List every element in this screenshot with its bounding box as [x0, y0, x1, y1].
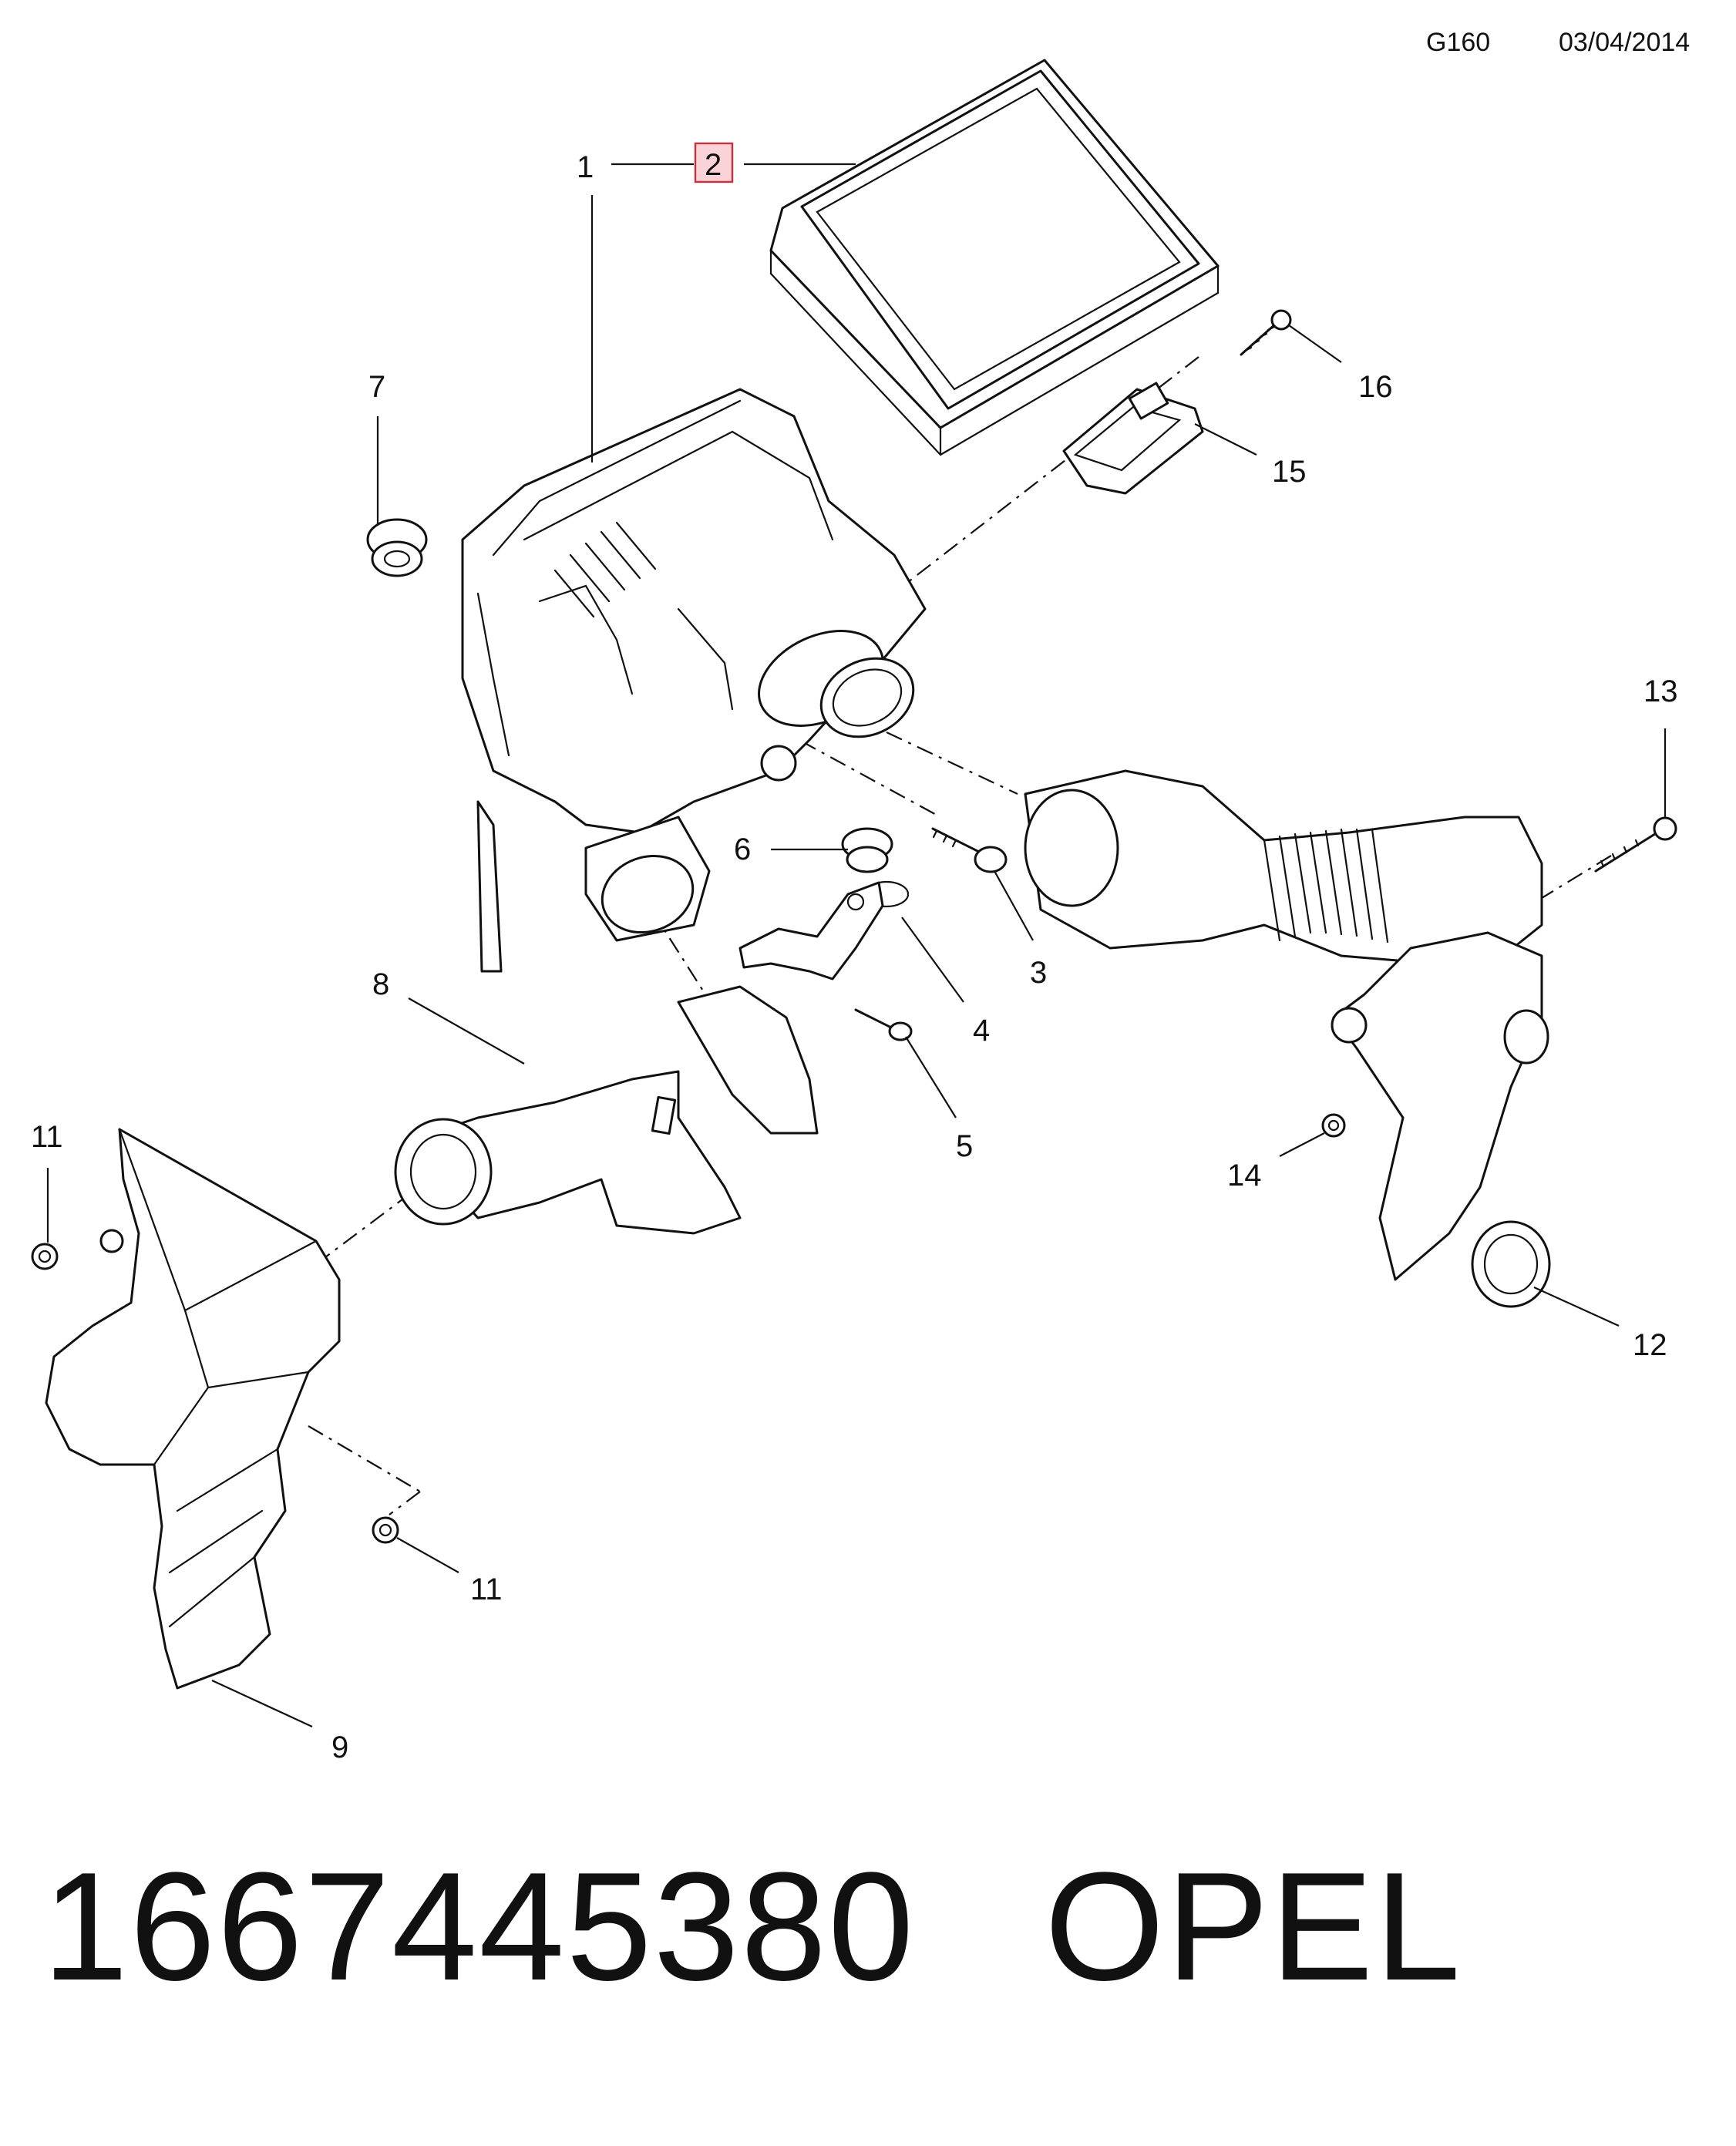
assembly-line-screw-3 — [770, 724, 941, 818]
footer-brand: OPEL — [1045, 1841, 1462, 2013]
callout-2[interactable]: 2 — [705, 148, 722, 182]
screw-5 — [854, 1008, 913, 1041]
leader-14 — [1279, 1132, 1325, 1157]
intake-duct-8 — [394, 985, 819, 1235]
callout-14[interactable]: 14 — [1227, 1159, 1262, 1192]
callout-11-lower[interactable]: 11 — [470, 1572, 503, 1606]
assembly-line-duct-8 — [315, 1194, 409, 1265]
air-cleaner-housing — [461, 388, 927, 973]
air-filter-element — [769, 59, 1220, 456]
bracket-4 — [738, 881, 884, 980]
callout-4[interactable]: 4 — [973, 1014, 990, 1048]
leader-4 — [901, 917, 964, 1003]
footer-part-number: 1667445380 — [42, 1841, 916, 2013]
diagram-date: 03/04/2014 — [1559, 28, 1691, 57]
callout-6[interactable]: 6 — [734, 832, 751, 866]
leader-16 — [1288, 325, 1342, 363]
assembly-line-nut-11 — [308, 1425, 421, 1492]
callout-9[interactable]: 9 — [331, 1731, 348, 1764]
leader-9 — [211, 1680, 313, 1727]
callout-11-upper[interactable]: 11 — [31, 1120, 63, 1154]
nut-11-upper — [31, 1243, 59, 1270]
leader-8 — [408, 997, 525, 1065]
nut-14 — [1321, 1113, 1346, 1138]
callout-2-highlight — [694, 142, 734, 183]
callout-12[interactable]: 12 — [1633, 1328, 1667, 1362]
callout-1[interactable]: 1 — [577, 150, 594, 184]
callout-3[interactable]: 3 — [1030, 956, 1047, 990]
leader-12 — [1533, 1286, 1620, 1327]
grommet-7 — [366, 518, 428, 577]
callout-8[interactable]: 8 — [372, 967, 389, 1001]
outlet-hose — [1024, 769, 1543, 965]
leader-5 — [905, 1036, 957, 1118]
screw-16 — [1240, 309, 1292, 356]
callout-5[interactable]: 5 — [956, 1129, 973, 1163]
assembly-line-bolt-13 — [1541, 855, 1612, 899]
nut-11-lower — [372, 1516, 399, 1544]
assembly-line-nut-11b — [389, 1491, 421, 1515]
callout-15[interactable]: 15 — [1272, 455, 1307, 489]
air-inlet-snorkel-9 — [45, 1128, 341, 1690]
mass-air-flow-sensor-15 — [1062, 382, 1204, 495]
turbo-inlet-duct-12 — [1331, 931, 1551, 1308]
leader-15 — [1194, 423, 1257, 456]
assembly-line-hose-top — [886, 732, 1018, 795]
callout-16[interactable]: 16 — [1358, 370, 1393, 404]
bolt-13 — [1594, 816, 1677, 873]
callout-7[interactable]: 7 — [368, 370, 385, 404]
screw-3 — [931, 827, 1008, 873]
leader-11-lower — [396, 1537, 459, 1573]
leader-3 — [994, 870, 1034, 941]
diagram-group-code: G160 — [1426, 28, 1491, 57]
callout-13[interactable]: 13 — [1643, 674, 1678, 708]
